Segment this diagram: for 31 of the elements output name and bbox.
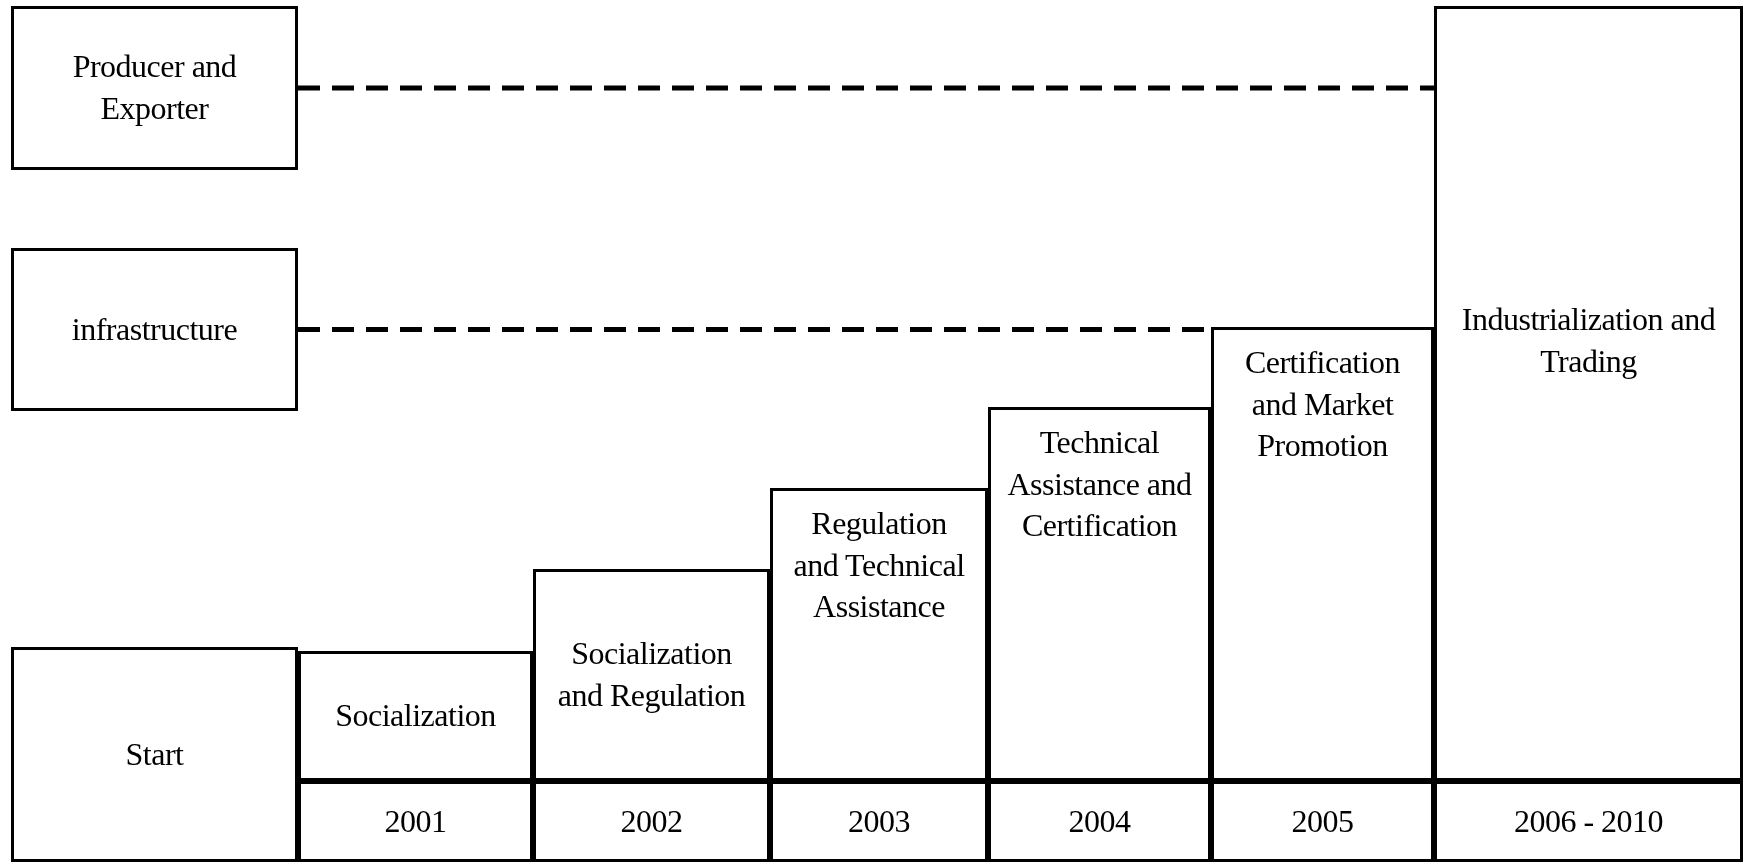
stage-label: Regulation and Technical Assistance <box>792 504 966 627</box>
year-cell <box>533 781 770 862</box>
stage-label: Start <box>125 734 184 774</box>
stage-label: 2006 - 2010 <box>1513 801 1664 841</box>
stage-label: 2001 <box>384 801 447 841</box>
stage-box <box>11 6 298 170</box>
year-cell <box>1434 781 1743 862</box>
stage-label: 2005 <box>1291 801 1354 841</box>
year-cell <box>770 781 988 862</box>
stage-label: Industrialization and Trading <box>1460 300 1717 381</box>
stage-label: infrastructure <box>71 309 238 349</box>
stage-box <box>298 651 533 781</box>
dashed-line <box>298 85 1434 91</box>
stage-label: Technical Assistance and Certification <box>1007 423 1192 546</box>
year-cell <box>1211 781 1434 862</box>
stage-label: 2003 <box>848 801 910 841</box>
stage-label: 2004 <box>1068 801 1131 841</box>
stage-box <box>988 407 1211 781</box>
year-cell <box>298 781 533 862</box>
year-cell <box>988 781 1211 862</box>
stage-label: Socialization <box>335 696 496 736</box>
stage-box <box>1211 327 1434 781</box>
stage-label: 2002 <box>620 801 683 841</box>
stage-box <box>770 488 988 781</box>
stage-box <box>1434 6 1743 781</box>
stage-box <box>11 647 298 862</box>
stage-label: Certification and Market Promotion <box>1243 343 1402 466</box>
stage-label: Producer and Exporter <box>71 47 238 128</box>
stage-box <box>11 248 298 411</box>
stage-box <box>533 569 770 781</box>
stage-label: Socialization and Regulation <box>556 634 747 715</box>
